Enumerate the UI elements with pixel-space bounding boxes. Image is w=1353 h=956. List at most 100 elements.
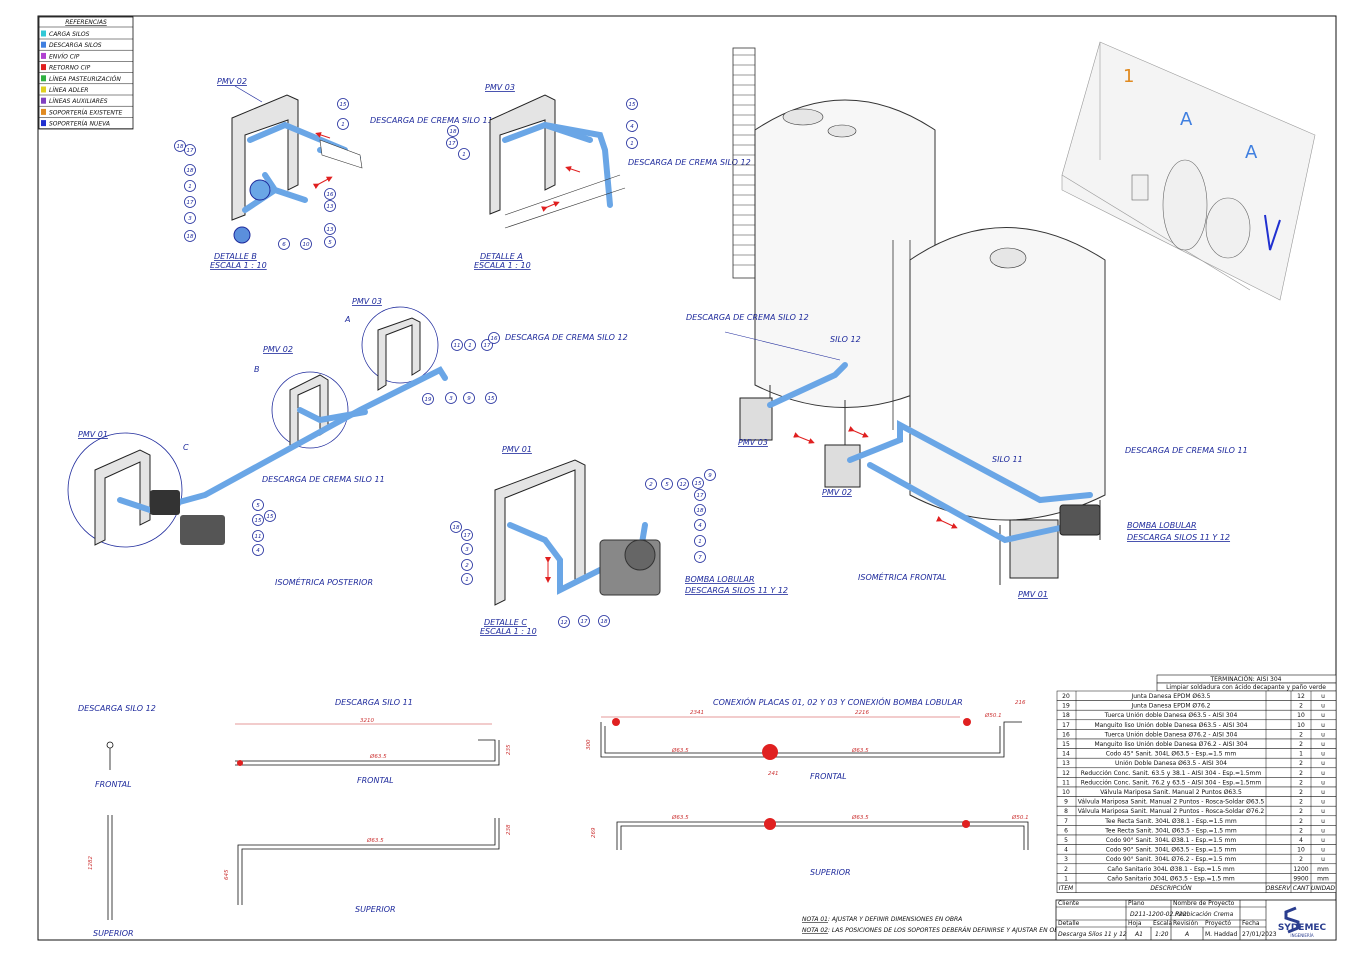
callout-bubble: 17 xyxy=(461,529,473,541)
callout-bubble: 13 xyxy=(324,200,336,212)
detail-a: PMV 03 DETALLE A ESCALA 1 : 10 DESCARGA … xyxy=(446,83,751,270)
legend-swatch xyxy=(41,75,46,82)
det-c-title: DETALLE C xyxy=(484,618,527,627)
svg-text:1: 1 xyxy=(341,122,345,128)
svg-text:NOTA 02: LAS POSICIONES DE LOS: NOTA 02: LAS POSICIONES DE LOS SOPORTES … xyxy=(802,927,1067,934)
silo11-label: SILO 11 xyxy=(992,455,1023,464)
svg-text:SYDEMEC: SYDEMEC xyxy=(1278,923,1327,933)
svg-text:11: 11 xyxy=(255,534,262,540)
svg-text:15: 15 xyxy=(267,514,274,520)
svg-text:17: 17 xyxy=(1062,722,1070,729)
svg-text:15: 15 xyxy=(1062,741,1070,748)
svg-text:A: A xyxy=(1245,142,1258,163)
svg-text:DESCARGA DE CREMA SILO 12: DESCARGA DE CREMA SILO 12 xyxy=(628,158,751,167)
det-b-title: DETALLE B xyxy=(214,252,257,261)
svg-text:B: B xyxy=(254,365,260,374)
svg-text:u: u xyxy=(1321,837,1325,844)
svg-text:2: 2 xyxy=(1299,856,1303,863)
svg-text:5: 5 xyxy=(1064,837,1068,844)
svg-text:15: 15 xyxy=(255,518,262,524)
svg-text:2: 2 xyxy=(1064,866,1068,873)
svg-text:3210: 3210 xyxy=(360,718,374,724)
svg-text:11: 11 xyxy=(454,343,461,349)
svg-text:2: 2 xyxy=(1299,789,1303,796)
svg-text:1282: 1282 xyxy=(88,856,94,870)
svg-text:u: u xyxy=(1321,827,1325,834)
svg-text:u: u xyxy=(1321,770,1325,777)
callout-bubble: 15 xyxy=(692,477,704,489)
svg-text:A: A xyxy=(1184,931,1189,938)
callout-bubble: 9 xyxy=(463,392,475,404)
svg-text:u: u xyxy=(1321,751,1325,758)
svg-text:13: 13 xyxy=(327,204,334,210)
svg-text:16: 16 xyxy=(327,192,334,198)
det-b-descarga: DESCARGA DE CREMA SILO 11 xyxy=(370,116,493,125)
bomba-c-1: BOMBA LOBULAR xyxy=(685,575,755,584)
svg-text:18: 18 xyxy=(187,168,194,174)
svg-text:1: 1 xyxy=(630,141,634,147)
svg-text:u: u xyxy=(1321,760,1325,767)
svg-text:10: 10 xyxy=(1062,789,1070,796)
svg-text:TERMINACIÓN: AISI 304: TERMINACIÓN: AISI 304 xyxy=(1210,676,1282,683)
svg-text:Reubicación Crema: Reubicación Crema xyxy=(1175,911,1234,918)
svg-text:27/01/2023: 27/01/2023 xyxy=(1242,931,1277,938)
callout-bubble: 1 xyxy=(461,573,473,585)
svg-text:2: 2 xyxy=(1299,799,1303,806)
callout-bubble: 15 xyxy=(485,392,497,404)
svg-text:Ø63.5: Ø63.5 xyxy=(366,837,384,844)
pmv01-c: PMV 01 xyxy=(502,445,532,454)
svg-text:12: 12 xyxy=(561,620,568,626)
bom-table: TERMINACIÓN: AISI 304 Limpiar soldadura … xyxy=(1056,674,1337,893)
iso-front-title: ISOMÉTRICA FRONTAL xyxy=(858,571,947,582)
svg-text:17: 17 xyxy=(464,533,471,539)
svg-text:ITEM: ITEM xyxy=(1059,885,1074,892)
svg-text:Ø50.1: Ø50.1 xyxy=(1011,814,1029,821)
svg-text:Ø63.5: Ø63.5 xyxy=(851,814,869,821)
callout-bubble: 17 xyxy=(184,144,196,156)
svg-text:2341: 2341 xyxy=(690,710,704,716)
legend-swatch xyxy=(41,41,46,48)
svg-text:4: 4 xyxy=(256,548,260,554)
svg-text:Proyectó: Proyectó xyxy=(1205,920,1231,927)
svg-text:Caño Sanitario 304L Ø38.1 - Es: Caño Sanitario 304L Ø38.1 - Esp.=1.5 mm xyxy=(1107,866,1235,873)
ortho-views: DESCARGA SILO 12 FRONTAL 1282 SUPERIOR D… xyxy=(78,696,1029,938)
bomba-c-2: DESCARGA SILOS 11 Y 12 xyxy=(685,586,788,595)
svg-text:u: u xyxy=(1321,818,1325,825)
svg-text:19: 19 xyxy=(425,397,432,403)
svg-text:15: 15 xyxy=(340,102,347,108)
legend-label: LÍNEA PASTEURIZACIÓN xyxy=(49,76,121,83)
legend-label: LÍNEAS AUXILIARES xyxy=(49,98,108,105)
callout-bubble: 12 xyxy=(558,616,570,628)
svg-text:9: 9 xyxy=(467,396,471,402)
svg-text:1:20: 1:20 xyxy=(1155,931,1169,938)
legend-item: LÍNEAS AUXILIARES xyxy=(39,97,133,107)
svg-text:8: 8 xyxy=(1064,808,1068,815)
detail-c: PMV 01 DETALLE C ESCALA 1 : 10 BOMBA LOB… xyxy=(450,445,788,636)
svg-text:Tuerca Unión doble Danesa Ø76.: Tuerca Unión doble Danesa Ø76.2 - AISI 3… xyxy=(1104,731,1238,738)
svg-text:C: C xyxy=(183,443,189,452)
svg-text:Codo 90° Sanit. 304L Ø38.1 - E: Codo 90° Sanit. 304L Ø38.1 - Esp.=1.5 mm xyxy=(1106,837,1237,844)
svg-text:Manguito liso Unión doble Dane: Manguito liso Unión doble Danesa Ø76.2 -… xyxy=(1094,741,1247,748)
iso-frontal: DESCARGA DE CREMA SILO 12 SILO 12 SILO 1… xyxy=(686,47,1248,599)
svg-text:16: 16 xyxy=(491,336,498,342)
callout-bubble: 18 xyxy=(447,125,459,137)
svg-text:1: 1 xyxy=(465,577,469,583)
svg-text:300: 300 xyxy=(586,739,592,750)
svg-text:1: 1 xyxy=(1064,875,1068,882)
legend-swatch xyxy=(41,108,46,115)
svg-text:20: 20 xyxy=(1062,693,1070,700)
callout-bubble: 5 xyxy=(324,236,336,248)
svg-text:5: 5 xyxy=(256,503,260,509)
svg-text:10: 10 xyxy=(303,242,310,248)
svg-text:Caño Sanitario 304L Ø63.5 - Es: Caño Sanitario 304L Ø63.5 - Esp.=1.5 mm xyxy=(1107,875,1235,882)
svg-text:A1: A1 xyxy=(1134,931,1143,938)
callout-bubble: 1 xyxy=(458,148,470,160)
legend-swatch xyxy=(41,120,46,127)
svg-text:CANT: CANT xyxy=(1293,885,1311,892)
pmv02-post: PMV 02 xyxy=(263,345,293,354)
det-b-scale: ESCALA 1 : 10 xyxy=(210,261,267,270)
svg-text:OBSERV: OBSERV xyxy=(1266,885,1292,892)
